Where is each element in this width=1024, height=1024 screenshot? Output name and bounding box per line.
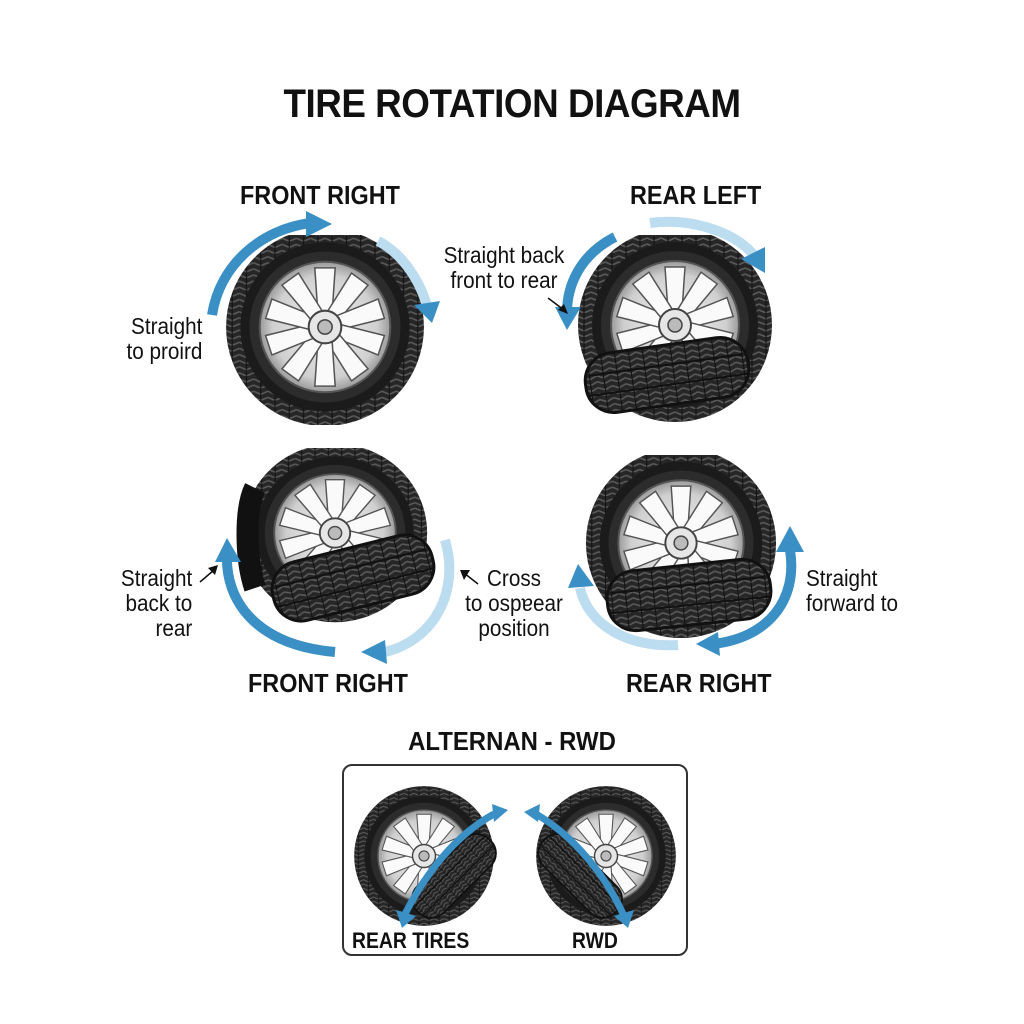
note-center-line-1: Cross bbox=[486, 565, 542, 591]
alternate-right-label: RWD bbox=[572, 928, 618, 953]
rotation-arrow-bottom-right bbox=[568, 526, 804, 656]
note-bottom-left: Straight back to rear bbox=[121, 566, 192, 641]
pointer-arrow-center bbox=[460, 570, 479, 585]
alternate-rwd-panel: REAR TIRES RWD bbox=[342, 764, 688, 956]
note-center-line-3: position bbox=[478, 615, 550, 641]
rotation-arrow-top-right bbox=[555, 216, 765, 330]
note-top-left-line-1: Straight bbox=[130, 313, 202, 339]
pointer-arrow-bottom-left bbox=[199, 565, 218, 583]
note-top-left-line-2: to proird bbox=[126, 338, 202, 364]
note-top-right: Straight back front to rear bbox=[436, 243, 573, 293]
rotation-arrow-bottom-left bbox=[215, 538, 455, 664]
alternate-left-label: REAR TIRES bbox=[352, 928, 470, 953]
alt-arrow-left bbox=[400, 810, 496, 918]
alternate-tires-illustration bbox=[344, 766, 688, 928]
note-center-line-2: to ospɐear bbox=[465, 590, 563, 616]
note-top-right-line-2: front to rear bbox=[450, 267, 558, 293]
note-center: Cross to ospɐear position bbox=[461, 566, 567, 641]
position-label-bottom-right: REAR RIGHT bbox=[626, 668, 772, 698]
note-bottom-right-line-1: Straight bbox=[806, 565, 878, 591]
note-bottom-right: Straight forward to bbox=[806, 566, 898, 616]
position-label-top-left: FRONT RIGHT bbox=[240, 180, 400, 210]
alternate-heading: ALTERNAN - RWD bbox=[408, 726, 616, 756]
position-label-top-right: REAR LEFT bbox=[630, 180, 762, 210]
diagram-title: TIRE ROTATION DIAGRAM bbox=[283, 82, 741, 126]
rotation-arrow-top-left bbox=[207, 211, 440, 323]
position-label-bottom-left: FRONT RIGHT bbox=[248, 668, 408, 698]
note-top-right-line-1: Straight back bbox=[443, 242, 565, 268]
note-top-left: Straight to proird bbox=[126, 314, 202, 364]
alt-arrow-right bbox=[534, 810, 628, 918]
pointer-arrow-top-right bbox=[547, 297, 568, 314]
note-bottom-right-line-2: forward to bbox=[806, 590, 899, 616]
note-bottom-left-line-2: back to bbox=[125, 590, 192, 616]
note-bottom-left-line-1: Straight bbox=[120, 565, 192, 591]
tire-front-right-bottom bbox=[236, 448, 442, 629]
note-bottom-left-line-3: rear bbox=[155, 615, 192, 641]
